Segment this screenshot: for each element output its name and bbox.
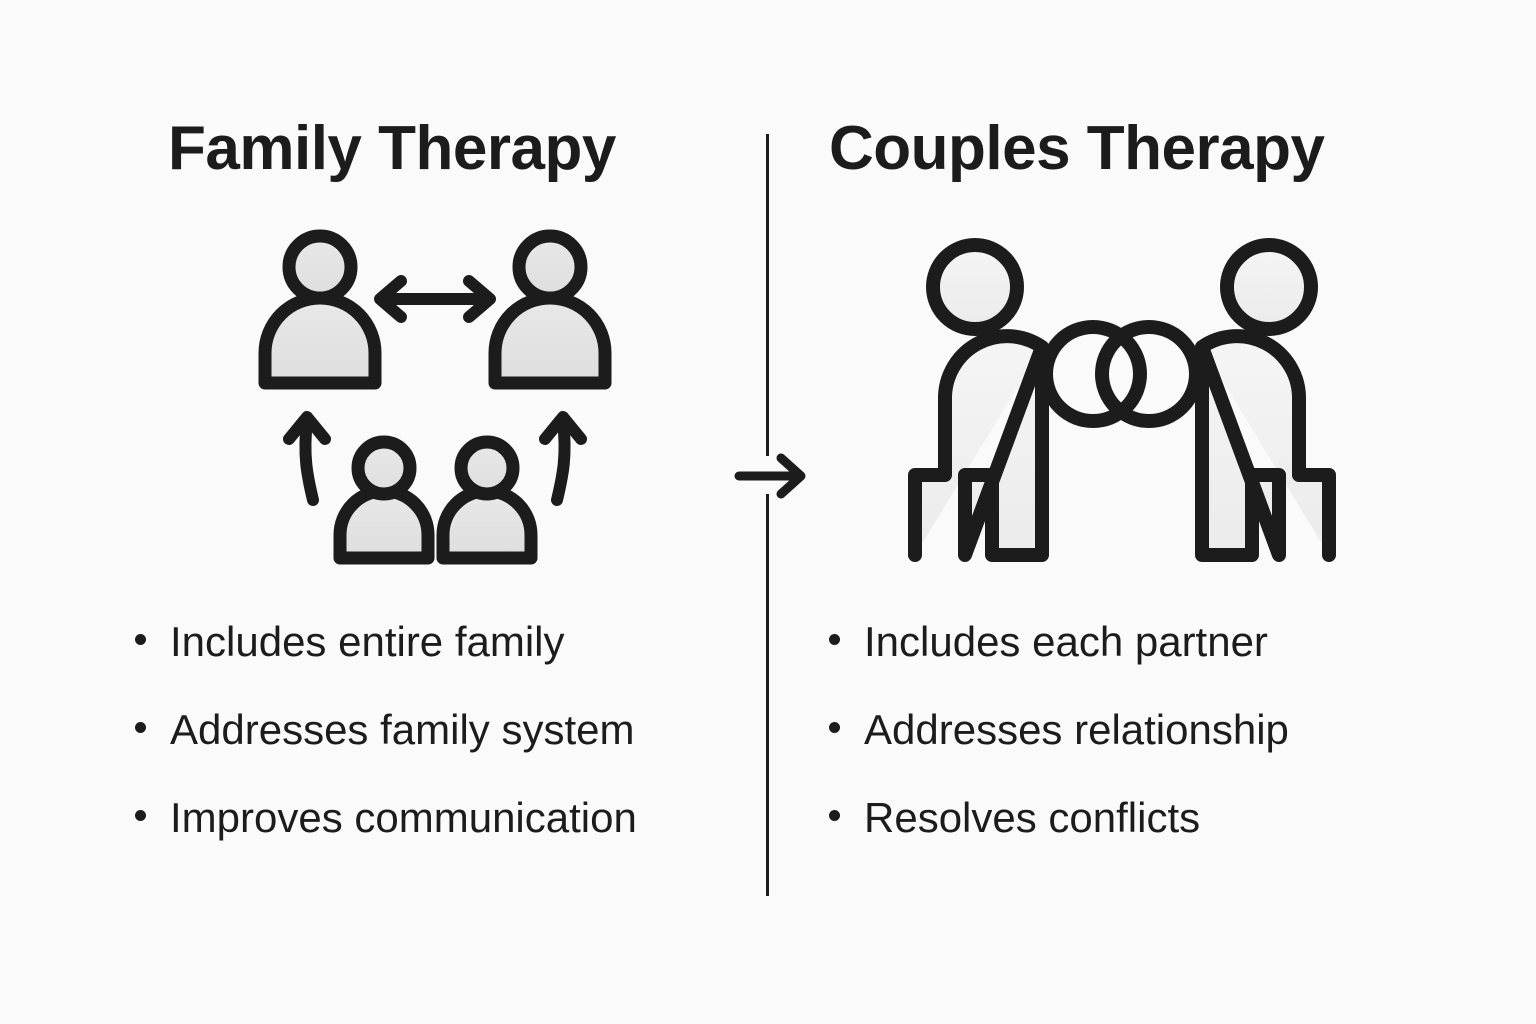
list-item: Addresses family system [135,706,637,753]
list-item: Addresses relationship [829,706,1289,753]
bullet-dot-icon [135,810,146,822]
bullet-dot-icon [135,634,146,645]
list-item: Resolves conflicts [829,794,1289,841]
list-item: Improves communication [135,794,637,841]
couple-illustration [908,238,1336,562]
bullet-text: Improves communication [170,794,637,842]
adult-figure-left [258,229,382,390]
interlocking-rings-icon [1039,320,1203,428]
left-panel: Family Therapy [0,0,767,1024]
family-group-icon [245,225,625,580]
bullet-dot-icon [829,810,840,822]
list-item: Includes each partner [829,618,1289,665]
left-panel-bullet-list: Includes entire family Addresses family … [135,618,637,841]
bullet-dot-icon [135,722,146,734]
right-arrow-glyph [734,453,806,499]
curved-up-arrow-left-icon [283,411,331,506]
partner-figure-right [1195,238,1336,562]
child-figure-left [333,435,435,565]
bullet-dot-icon [829,722,840,734]
family-group-illustration [258,229,612,565]
adult-figure-right [488,229,612,390]
child-figure-right [436,435,538,565]
bullet-text: Addresses family system [170,706,635,754]
right-panel-bullet-list: Includes each partner Addresses relation… [829,618,1289,841]
bullet-text: Includes each partner [864,618,1268,665]
bullet-text: Resolves conflicts [864,794,1201,842]
bullet-dot-icon [829,634,840,645]
double-arrow-icon [374,275,496,323]
right-panel: Couples Therapy [767,0,1536,1024]
partner-figure-left [908,238,1049,562]
couple-with-rings-icon [897,225,1347,580]
vertical-divider-upper [766,134,769,456]
bullet-text: Includes entire family [170,618,565,665]
left-panel-title: Family Therapy [168,114,616,183]
curved-up-arrow-right-icon [539,411,587,506]
vertical-divider-lower [766,494,769,896]
right-panel-title: Couples Therapy [829,114,1325,183]
list-item: Includes entire family [135,618,637,665]
right-arrow-icon [733,448,809,504]
bullet-text: Addresses relationship [864,706,1289,754]
